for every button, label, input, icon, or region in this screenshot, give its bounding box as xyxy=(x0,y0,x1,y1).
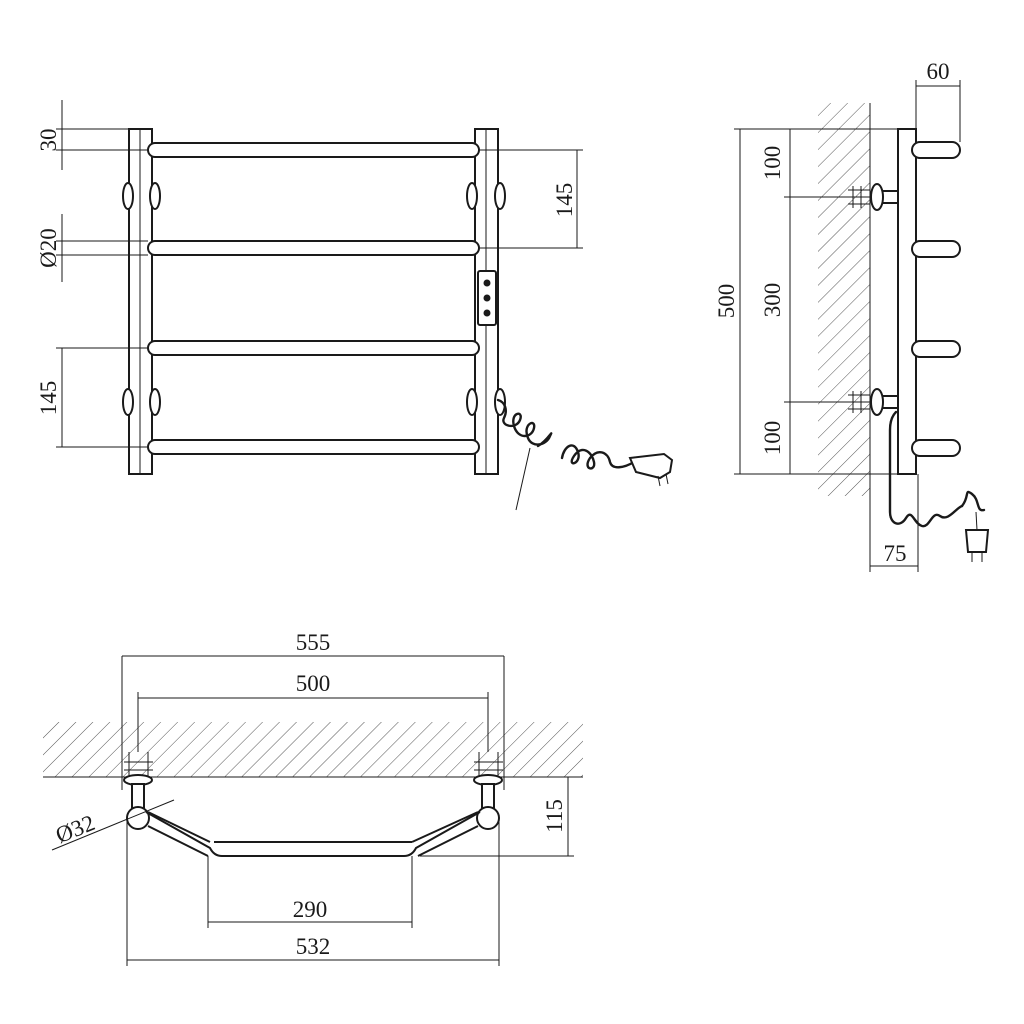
dim-rail-spacing-upper-label: 145 xyxy=(552,183,577,218)
control-switch xyxy=(477,270,497,326)
dim-rail-spacing-lower: 145 xyxy=(36,347,148,448)
dim-tube-diameter-label: Ø20 xyxy=(36,228,61,268)
rail-1 xyxy=(147,142,480,158)
dim-bottom-width: 532 xyxy=(126,818,500,966)
dim-support-diameter-label: Ø32 xyxy=(52,810,98,848)
dim-overall-width-label: 555 xyxy=(296,630,331,655)
top-bent-rail xyxy=(145,811,481,857)
dim-center-span-label: 290 xyxy=(293,897,328,922)
side-rail-end-4 xyxy=(911,439,961,457)
dim-depth-bottom-label: 75 xyxy=(884,541,907,566)
front-view: 30 Ø20 145 145 xyxy=(36,100,674,511)
rail-4 xyxy=(147,439,480,455)
side-power-cable xyxy=(888,410,990,562)
dim-mount-to-bottom: 100 xyxy=(760,402,791,474)
side-rail-end-3 xyxy=(911,340,961,358)
side-mount-lower xyxy=(848,388,899,416)
cable-leader-line xyxy=(515,447,531,511)
left-post xyxy=(122,128,161,475)
side-rail-end-1 xyxy=(911,141,961,159)
power-cable xyxy=(496,398,674,487)
dim-rail-spacing-lower-label: 145 xyxy=(36,381,61,416)
dim-total-height-label: 500 xyxy=(714,284,739,319)
dim-support-diameter: Ø32 xyxy=(51,799,175,851)
dim-projection-label: 115 xyxy=(542,799,567,833)
dim-mount-width: 500 xyxy=(137,671,489,752)
dim-overall-width: 555 xyxy=(121,630,505,790)
dim-top-to-mount: 100 xyxy=(760,129,870,198)
dim-tube-diameter: Ø20 xyxy=(36,214,148,282)
side-wall-hatch xyxy=(818,103,870,496)
top-view: 555 500 Ø32 115 290 xyxy=(43,630,583,966)
side-mount-upper xyxy=(848,183,899,211)
dim-top-to-mount-label: 100 xyxy=(760,146,785,181)
dim-depth-top-label: 60 xyxy=(927,59,950,84)
dim-mount-spacing-label: 300 xyxy=(760,283,785,318)
dim-mount-width-label: 500 xyxy=(296,671,331,696)
top-wall-hatch xyxy=(43,722,583,777)
side-rail-end-2 xyxy=(911,240,961,258)
rail-3 xyxy=(147,340,480,356)
dim-mount-spacing: 300 xyxy=(760,197,870,403)
side-view: 60 500 100 300 100 xyxy=(714,59,990,572)
dim-projection: 115 xyxy=(420,777,574,857)
dim-top-offset: 30 xyxy=(36,100,148,170)
dim-depth-bottom: 75 xyxy=(869,474,919,572)
dim-rail-spacing-upper: 145 xyxy=(479,149,583,249)
rail-2 xyxy=(147,240,480,256)
dim-bottom-width-label: 532 xyxy=(296,934,331,959)
dim-total-height: 500 xyxy=(714,128,898,475)
side-upright xyxy=(897,128,917,475)
top-mount-right xyxy=(473,752,503,830)
dim-mount-to-bottom-label: 100 xyxy=(760,421,785,456)
dim-depth-top: 60 xyxy=(915,59,961,142)
dim-top-offset-label: 30 xyxy=(36,129,61,152)
dim-center-span: 290 xyxy=(207,856,413,928)
